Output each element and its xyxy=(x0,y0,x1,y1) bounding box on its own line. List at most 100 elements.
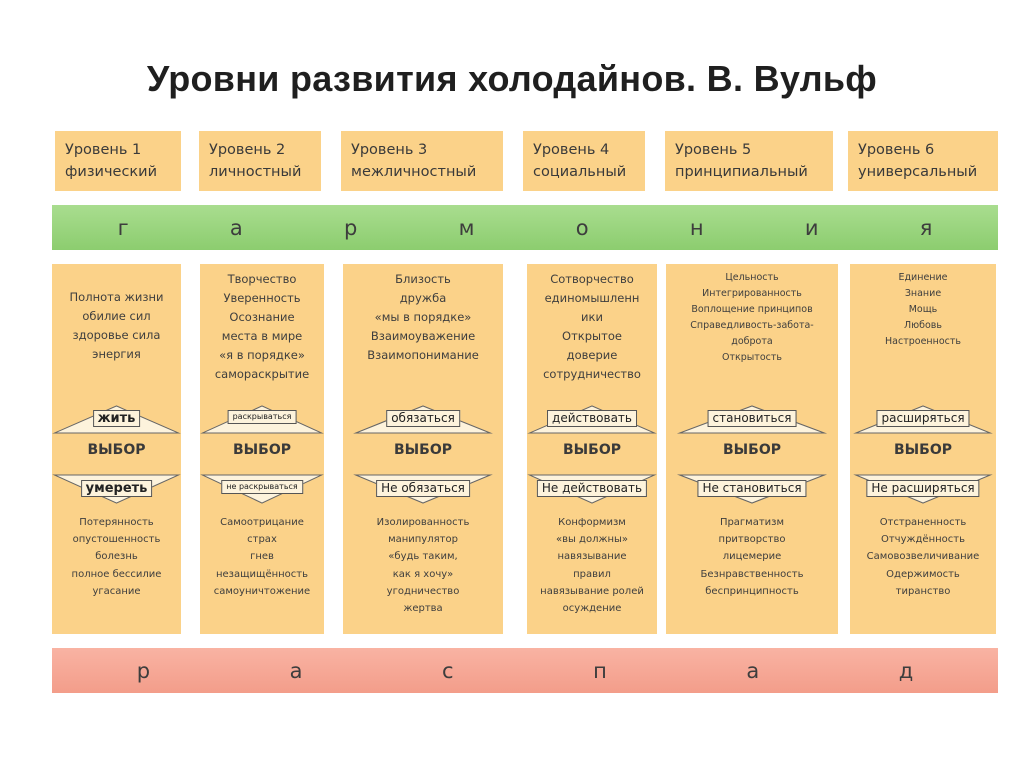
level-box-5: Уровень 5 принципиальный xyxy=(665,131,833,191)
quality-text: Полнота жизни xyxy=(69,290,164,304)
quality-text: Взаимопонимание xyxy=(367,348,479,362)
quality-text: «вы должны» xyxy=(555,534,629,546)
column-level-4: Сотворчество единомышленн ики Открытое д… xyxy=(527,264,657,634)
level-name: Уровень 6 xyxy=(858,142,935,158)
choice-down-arrow: умереть xyxy=(52,474,181,504)
choice-up-arrow: раскрываться xyxy=(200,404,324,434)
negative-qualities: Конформизм «вы должны» навязывание прави… xyxy=(529,514,655,617)
decay-letter: с xyxy=(442,658,454,683)
choice-label: ВЫБОР xyxy=(722,442,781,458)
decay-letter: п xyxy=(593,658,607,683)
choice-down-arrow: Не обязаться xyxy=(343,474,503,504)
quality-text: места в мире xyxy=(221,329,303,343)
level-type: физический xyxy=(65,164,158,180)
column-level-3: Близость дружба «мы в порядке» Взаимоува… xyxy=(343,264,503,634)
choice-down-label: Не расширяться xyxy=(866,480,980,497)
harmony-letter: о xyxy=(575,215,589,240)
quality-text: Одержимость xyxy=(886,568,960,580)
quality-text: единомышленн xyxy=(544,291,640,305)
harmony-letter: н xyxy=(689,215,704,240)
quality-text: Интегрированность xyxy=(702,288,802,299)
level-type: универсальный xyxy=(858,164,978,180)
quality-text: Прагматизм xyxy=(719,517,785,528)
quality-text: Цельность xyxy=(725,272,779,283)
harmony-letter: а xyxy=(229,215,243,240)
quality-text: Конформизм xyxy=(558,517,626,528)
quality-text: незащищённость xyxy=(215,568,309,580)
quality-text: опустошенность xyxy=(72,534,161,546)
quality-text: Осознание xyxy=(229,310,295,324)
quality-text: Единение xyxy=(898,272,948,283)
decay-letter: а xyxy=(289,658,303,683)
choice-label: ВЫБОР xyxy=(393,442,452,458)
level-box-6: Уровень 6 универсальный xyxy=(848,131,998,191)
level-name: Уровень 2 xyxy=(209,142,286,158)
positive-qualities: Близость дружба «мы в порядке» Взаимоува… xyxy=(345,270,501,365)
choice-down-label: Не обязаться xyxy=(376,480,470,497)
level-type: социальный xyxy=(533,164,627,180)
quality-text: лицемерие xyxy=(722,551,782,563)
quality-text: Справедливость-забота- xyxy=(690,320,814,331)
column-level-1: Полнота жизни обилие сил здоровье сила э… xyxy=(52,264,181,634)
quality-text: Потерянность xyxy=(79,517,154,528)
choice-up-arrow: расширяться xyxy=(850,404,996,434)
quality-text: угасание xyxy=(92,585,141,597)
quality-text: угодничество xyxy=(386,585,460,597)
choice-up-arrow: становиться xyxy=(666,404,838,434)
quality-text: энергия xyxy=(92,347,141,361)
quality-text: Открытое xyxy=(562,329,622,343)
quality-text: притворство xyxy=(718,534,786,546)
level-type: личностный xyxy=(209,164,302,180)
quality-text: беспринципность xyxy=(705,585,799,597)
choice-down-label: умереть xyxy=(80,480,153,497)
choice-up-arrow: жить xyxy=(52,404,181,434)
choice-down-label: не раскрываться xyxy=(221,480,303,494)
quality-text: Мощь xyxy=(908,304,938,315)
quality-text: доброта xyxy=(731,336,773,347)
choice-up-label: обязаться xyxy=(386,410,460,427)
quality-text: Настроенность xyxy=(885,336,961,347)
level-name: Уровень 5 xyxy=(675,142,752,158)
quality-text: самоуничтожение xyxy=(213,585,311,597)
positive-qualities: Творчество Уверенность Осознание места в… xyxy=(202,270,322,384)
choice-down-arrow: Не действовать xyxy=(527,474,657,504)
harmony-band: г а р м о н и я xyxy=(52,205,998,250)
choice-down-arrow: не раскрываться xyxy=(200,474,324,504)
quality-text: доверие xyxy=(566,348,618,362)
quality-text: здоровье сила xyxy=(72,328,161,342)
level-type: межличностный xyxy=(351,164,477,180)
slide-title: Уровни развития холодайнов. В. Вульф xyxy=(146,58,878,99)
quality-text: тиранство xyxy=(895,585,951,597)
choice-down-label: Не становиться xyxy=(697,480,807,497)
positive-qualities: Цельность Интегрированность Воплощение п… xyxy=(668,270,836,366)
quality-text: жертва xyxy=(403,603,443,615)
quality-text: осуждение xyxy=(562,603,622,615)
choice-down-arrow: Не становиться xyxy=(666,474,838,504)
negative-qualities: Изолированность манипулятор «будь таким,… xyxy=(345,514,501,617)
quality-text: навязывание ролей xyxy=(540,585,644,597)
quality-text: как я хочу» xyxy=(392,568,454,580)
quality-text: гнев xyxy=(250,551,274,563)
choice-label: ВЫБОР xyxy=(893,442,952,458)
quality-text: самораскрытие xyxy=(214,367,310,381)
choice-up-label: жить xyxy=(92,410,141,427)
decay-band: р а с п а д xyxy=(52,648,998,693)
choice-up-arrow: обязаться xyxy=(343,404,503,434)
column-level-2: Творчество Уверенность Осознание места в… xyxy=(200,264,324,634)
quality-text: Творчество xyxy=(227,272,297,286)
choice-up-arrow: действовать xyxy=(527,404,657,434)
negative-qualities: Потерянность опустошенность болезнь полн… xyxy=(54,514,179,600)
quality-text: «я в порядке» xyxy=(219,348,305,362)
quality-text: ики xyxy=(581,310,603,324)
quality-text: Знание xyxy=(904,288,942,299)
positive-qualities: Сотворчество единомышленн ики Открытое д… xyxy=(529,270,655,384)
quality-text: «мы в порядке» xyxy=(374,310,472,324)
quality-text: дружба xyxy=(399,291,447,305)
choice-up-label: раскрываться xyxy=(227,410,297,424)
positive-qualities: Единение Знание Мощь Любовь Настроенност… xyxy=(852,270,994,350)
quality-text: страх xyxy=(247,534,277,546)
harmony-letter: р xyxy=(344,215,358,240)
quality-text: навязывание xyxy=(557,551,627,563)
quality-text: Воплощение принципов xyxy=(691,304,813,315)
